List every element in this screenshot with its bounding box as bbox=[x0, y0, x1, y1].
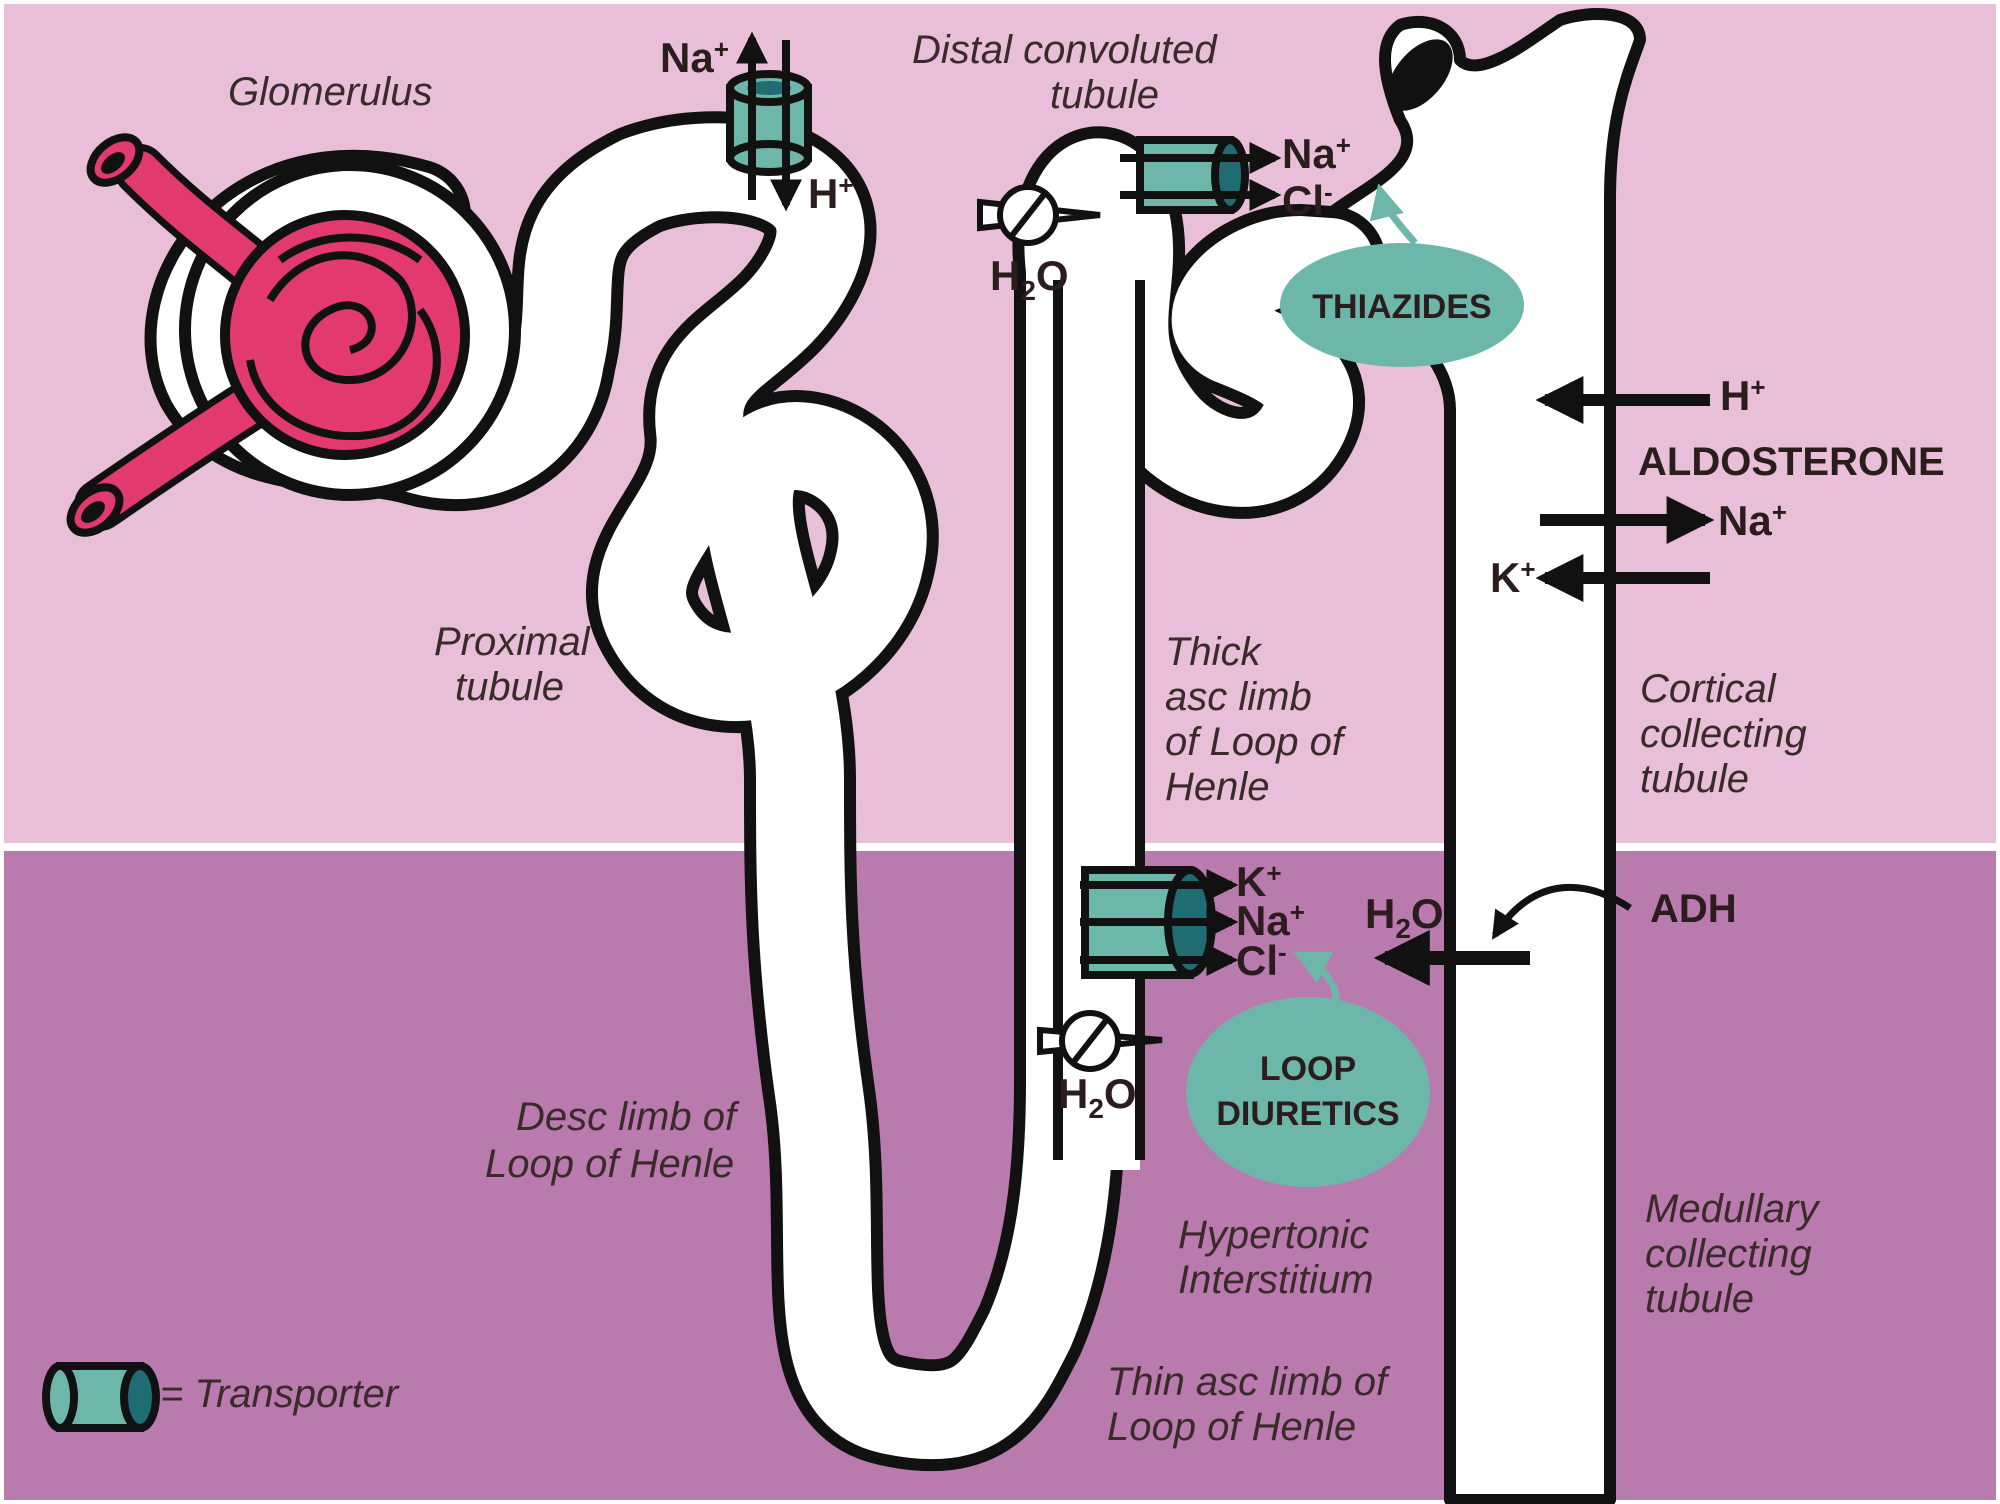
proximal-tubule-label-2: tubule bbox=[455, 665, 564, 709]
collecting-duct-opening bbox=[1387, 39, 1453, 111]
glomerulus-capillaries bbox=[66, 133, 470, 537]
cortex-medulla-divider bbox=[0, 843, 2000, 851]
thick-asc-label-2: asc limb bbox=[1165, 675, 1312, 719]
dct-cl-ion: Cl- bbox=[1282, 177, 1333, 224]
desc-limb-label-1: Desc limb of bbox=[516, 1095, 740, 1139]
loop-h2o-label: H2O bbox=[1058, 1070, 1137, 1124]
proximal-na-ion: Na+ bbox=[660, 34, 729, 81]
medullary-label-2: collecting bbox=[1645, 1232, 1812, 1276]
cd-na-ion: Na+ bbox=[1718, 497, 1787, 544]
dct-water-block bbox=[977, 184, 1101, 246]
loop-na-ion: Na+ bbox=[1236, 897, 1305, 944]
adh-effect-arrow bbox=[1491, 883, 1632, 940]
thin-asc-label-1: Thin asc limb of bbox=[1107, 1360, 1391, 1404]
adh-label: ADH bbox=[1650, 887, 1737, 931]
nephron-tubule bbox=[144, 111, 1386, 1472]
glomerulus-label: Glomerulus bbox=[228, 70, 433, 114]
cd-k-ion: K+ bbox=[1490, 554, 1536, 601]
desc-limb-label-2: Loop of Henle bbox=[485, 1142, 734, 1186]
medullary-label-3: tubule bbox=[1645, 1277, 1754, 1321]
loop-diuretics-label-2: DIURETICS bbox=[1216, 1095, 1399, 1133]
thiazides-oval bbox=[1280, 183, 1524, 367]
loop-transporter bbox=[1080, 866, 1239, 979]
thiazides-label: THIAZIDES bbox=[1312, 288, 1491, 326]
loop-water-block bbox=[1037, 1010, 1163, 1072]
loop-diuretics-label-1: LOOP bbox=[1260, 1050, 1356, 1088]
hypertonic-label-1: Hypertonic bbox=[1178, 1213, 1369, 1257]
thick-asc-label-1: Thick bbox=[1165, 630, 1263, 674]
legend-label: = Transporter bbox=[160, 1372, 400, 1416]
cd-h2o-label: H2O bbox=[1365, 890, 1444, 944]
legend-transporter-icon bbox=[42, 1362, 160, 1432]
cortical-label-1: Cortical bbox=[1640, 667, 1777, 711]
medullary-label-1: Medullary bbox=[1645, 1187, 1821, 1231]
loop-k-ion: K+ bbox=[1236, 858, 1282, 905]
loop-diuretics-oval bbox=[1186, 951, 1430, 1187]
proximal-h-ion: H+ bbox=[808, 170, 854, 217]
dct-label-2: tubule bbox=[1050, 73, 1159, 117]
dct-label-1: Distal convoluted bbox=[912, 28, 1218, 72]
cortical-label-2: collecting bbox=[1640, 712, 1807, 756]
thick-asc-label-3: of Loop of bbox=[1165, 720, 1347, 764]
loop-cl-ion: Cl- bbox=[1236, 937, 1287, 984]
dct-na-ion: Na+ bbox=[1282, 130, 1351, 177]
hypertonic-label-2: Interstitium bbox=[1178, 1258, 1374, 1302]
cortical-label-3: tubule bbox=[1640, 757, 1749, 801]
dct-transporter bbox=[1120, 136, 1282, 214]
proximal-tubule-label-1: Proximal bbox=[434, 620, 591, 664]
dct-h2o-label: H2O bbox=[990, 252, 1069, 306]
proximal-transporter bbox=[726, 31, 812, 212]
aldosterone-label: ALDOSTERONE bbox=[1638, 440, 1945, 484]
thin-asc-label-2: Loop of Henle bbox=[1107, 1405, 1356, 1449]
thick-asc-label-4: Henle bbox=[1165, 765, 1270, 809]
cd-h-ion: H+ bbox=[1720, 372, 1766, 419]
